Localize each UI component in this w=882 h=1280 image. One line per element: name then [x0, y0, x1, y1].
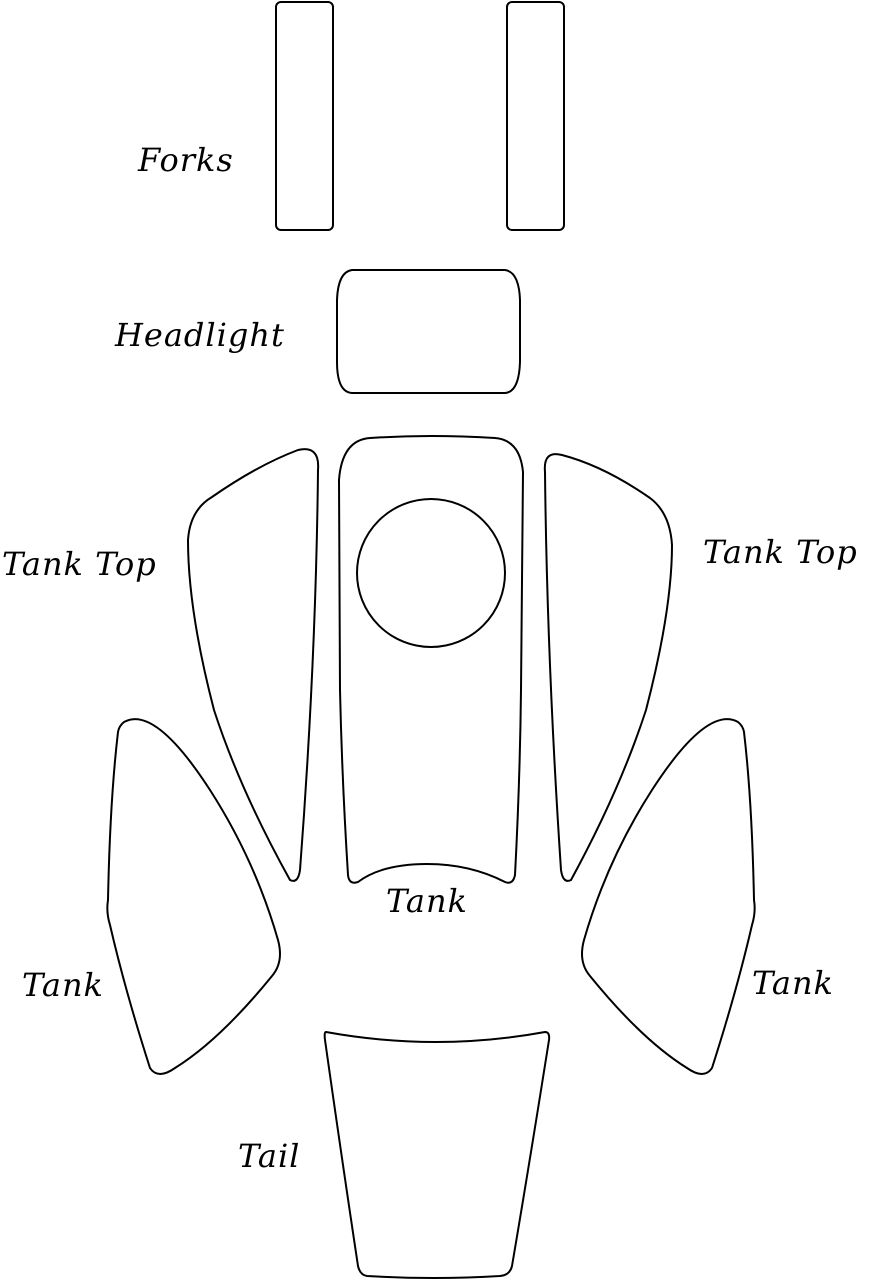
label-tank-top-left: Tank Top: [2, 545, 157, 583]
fork-left-shape: [275, 1, 334, 231]
tank-top-left-shape: [187, 448, 320, 882]
label-tail: Tail: [238, 1137, 300, 1175]
tank-top-right-shape: [543, 453, 673, 882]
label-tank-left: Tank: [22, 966, 104, 1004]
fuel-cap-circle: [356, 498, 506, 648]
fork-right-shape: [506, 1, 565, 231]
label-forks: Forks: [137, 141, 234, 179]
tank-right-panel-shape: [581, 718, 756, 1075]
label-headlight: Headlight: [114, 316, 285, 354]
label-tank-top-right: Tank Top: [703, 533, 858, 571]
label-tank-center: Tank: [386, 882, 468, 920]
headlight-shape: [336, 269, 521, 394]
tail-shape: [323, 1031, 551, 1279]
label-tank-right: Tank: [752, 964, 834, 1002]
tank-left-panel-shape: [106, 718, 281, 1075]
